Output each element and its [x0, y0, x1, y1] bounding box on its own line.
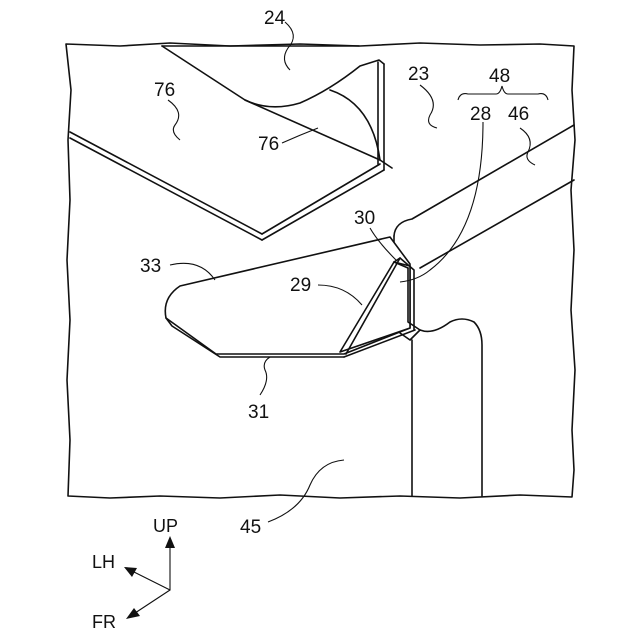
- label-31: 31: [248, 402, 269, 423]
- label-76-lower: 76: [258, 134, 279, 155]
- arrow-fr-icon: [126, 608, 140, 619]
- label-29: 29: [290, 275, 311, 296]
- axis-fr-label: FR: [92, 612, 116, 632]
- lower-member-45: [400, 319, 482, 496]
- label-28: 28: [470, 104, 491, 125]
- label-30: 30: [354, 208, 375, 229]
- leader-46: [520, 128, 535, 165]
- label-33: 33: [140, 256, 161, 277]
- label-45: 45: [240, 517, 261, 538]
- direction-indicator: UP LH FR: [92, 516, 178, 632]
- axis-up-label: UP: [153, 516, 178, 536]
- brace-48: [458, 86, 548, 100]
- leader-23: [420, 85, 437, 128]
- axis-lh-label: LH: [92, 552, 115, 572]
- leader-76a: [168, 100, 180, 140]
- leader-33: [170, 263, 215, 280]
- label-76-upper: 76: [154, 80, 175, 101]
- arrow-up-icon: [165, 536, 175, 548]
- label-23: 23: [408, 64, 429, 85]
- leader-45: [268, 460, 344, 522]
- label-24: 24: [264, 8, 286, 29]
- leader-76b: [282, 128, 318, 143]
- label-48: 48: [489, 66, 510, 87]
- upper-member-24: [70, 46, 392, 240]
- leader-31: [260, 357, 270, 395]
- frame-46: [394, 125, 574, 268]
- label-46: 46: [508, 104, 529, 125]
